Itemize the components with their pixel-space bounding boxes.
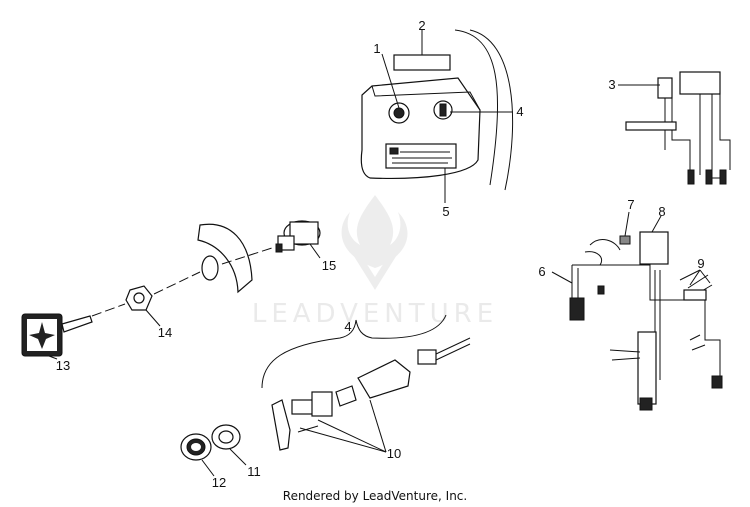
v-logo-icon bbox=[350, 250, 400, 290]
callout-11: 11 bbox=[247, 464, 261, 479]
callout-12: 12 bbox=[212, 475, 226, 490]
part-key bbox=[21, 313, 93, 357]
callout-labels: 1 2 3 4 5 6 7 8 9 4 10 11 12 13 14 15 bbox=[56, 18, 705, 490]
part-harness-main bbox=[569, 231, 723, 411]
callout-5: 5 bbox=[442, 204, 449, 219]
callout-9: 9 bbox=[697, 256, 704, 271]
part-shield bbox=[197, 223, 253, 294]
part-switch-internals bbox=[261, 314, 471, 453]
flame-logo-icon bbox=[341, 195, 408, 268]
callout-4-bottom: 4 bbox=[344, 319, 351, 334]
callout-15: 15 bbox=[322, 258, 336, 273]
callout-14: 14 bbox=[158, 325, 172, 340]
part-switch bbox=[275, 220, 321, 253]
callout-8: 8 bbox=[658, 204, 665, 219]
callout-10: 10 bbox=[387, 446, 401, 461]
callout-3: 3 bbox=[608, 77, 615, 92]
callout-7: 7 bbox=[627, 197, 634, 212]
part-harness-small bbox=[625, 71, 731, 185]
callout-13: 13 bbox=[56, 358, 70, 373]
dash-panel bbox=[360, 29, 514, 191]
callout-4-top: 4 bbox=[516, 104, 523, 119]
part-ring-nut bbox=[180, 433, 212, 461]
part-washer bbox=[211, 424, 241, 450]
callout-1: 1 bbox=[373, 41, 380, 56]
leader-lines bbox=[48, 30, 711, 477]
watermark-text: LEADVENTURE bbox=[252, 299, 498, 329]
callout-6: 6 bbox=[538, 264, 545, 279]
callout-2: 2 bbox=[418, 18, 425, 33]
part-nut bbox=[125, 285, 153, 311]
watermark: LEADVENTURE bbox=[252, 195, 498, 329]
render-credit: Rendered by LeadVenture, Inc. bbox=[283, 489, 467, 503]
key-axis-lines bbox=[91, 247, 273, 317]
